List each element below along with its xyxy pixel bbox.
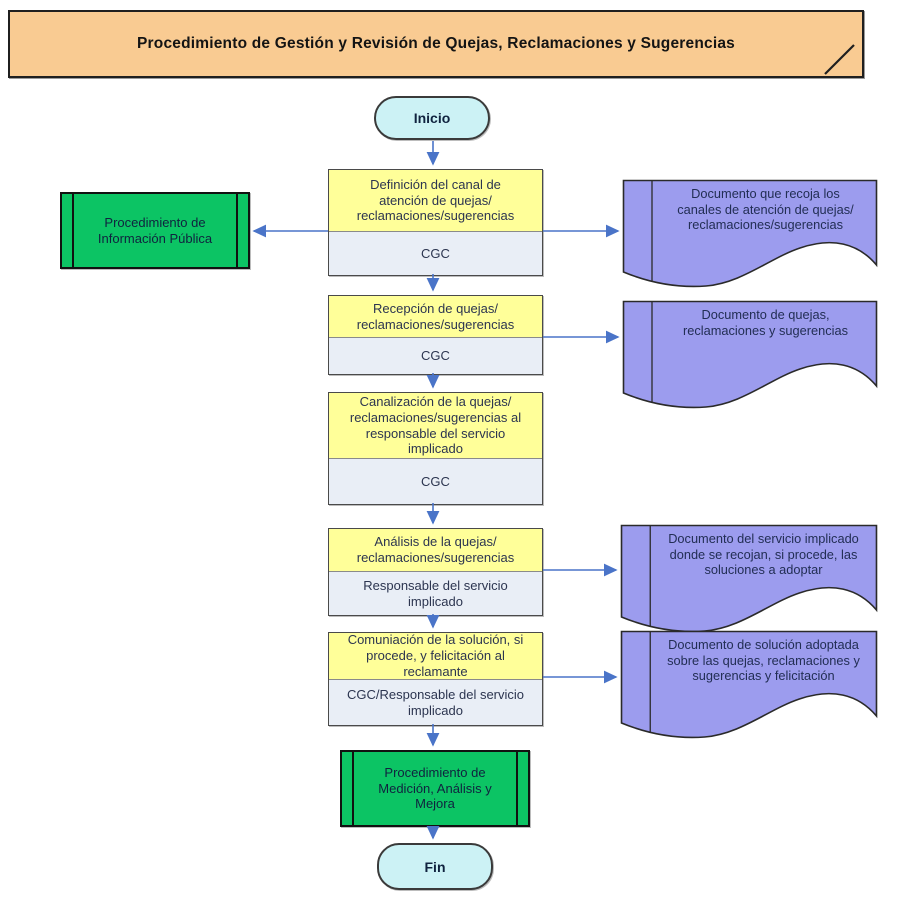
document-4: Documento de solución adoptada sobre las…: [620, 630, 878, 742]
predefined-2-label: Procedimiento de Medición, Análisis y Me…: [378, 764, 492, 812]
predefined-right-bar: [236, 194, 238, 267]
process-3-action: Canalización de la quejas/ reclamaciones…: [329, 393, 542, 458]
process-3-action-label: Canalización de la quejas/ reclamaciones…: [349, 393, 522, 457]
predefined-process-informacion-publica: Procedimiento de Información Pública: [60, 192, 250, 269]
process-4-responsible-label: Responsable del servicio implicado: [363, 577, 508, 609]
process-5-responsible-label: CGC/Responsable del servicio implicado: [346, 686, 525, 718]
process-5-responsible: CGC/Responsable del servicio implicado: [329, 679, 542, 725]
process-step-1: Definición del canal de atención de quej…: [328, 169, 543, 276]
page-title: Procedimiento de Gestión y Revisión de Q…: [137, 35, 735, 52]
process-step-4: Análisis de la quejas/ reclamaciones/sug…: [328, 528, 543, 616]
process-1-action-label: Definición del canal de atención de quej…: [356, 176, 515, 224]
end-terminator: Fin: [377, 843, 493, 890]
process-4-action: Análisis de la quejas/ reclamaciones/sug…: [329, 529, 542, 571]
process-step-2: Recepción de quejas/ reclamaciones/suger…: [328, 295, 543, 375]
process-step-5: Comuniación de la solución, si procede, …: [328, 632, 543, 726]
process-4-responsible: Responsable del servicio implicado: [329, 571, 542, 615]
process-2-action: Recepción de quejas/ reclamaciones/suger…: [329, 296, 542, 337]
document-1: Documento que recoja los canales de aten…: [622, 179, 878, 291]
document-4-label: Documento de solución adoptada sobre las…: [667, 637, 860, 684]
process-2-responsible: CGC: [329, 337, 542, 374]
start-label: Inicio: [413, 110, 451, 126]
document-3-label: Documento del servicio implicado donde s…: [668, 531, 859, 578]
process-5-action: Comuniación de la solución, si procede, …: [329, 632, 542, 679]
process-2-action-label: Recepción de quejas/ reclamaciones/suger…: [356, 300, 515, 332]
start-terminator: Inicio: [374, 96, 490, 140]
predefined-left-bar: [72, 194, 74, 267]
process-5-action-label: Comuniación de la solución, si procede, …: [347, 632, 524, 679]
process-1-responsible: CGC: [329, 231, 542, 275]
document-3: Documento del servicio implicado donde s…: [620, 524, 878, 636]
predefined-left-bar: [352, 752, 354, 825]
process-4-action-label: Análisis de la quejas/ reclamaciones/sug…: [356, 534, 515, 565]
process-3-responsible: CGC: [329, 458, 542, 504]
title-banner: Procedimiento de Gestión y Revisión de Q…: [8, 10, 864, 78]
process-2-responsible-label: CGC: [421, 348, 450, 364]
process-1-responsible-label: CGC: [421, 245, 450, 261]
process-step-3: Canalización de la quejas/ reclamaciones…: [328, 392, 543, 505]
end-label: Fin: [424, 858, 446, 875]
document-2-label: Documento de quejas, reclamaciones y sug…: [682, 307, 849, 338]
predefined-1-label: Procedimiento de Información Pública: [97, 214, 213, 246]
document-1-shape: [622, 179, 878, 288]
document-2: Documento de quejas, reclamaciones y sug…: [622, 300, 878, 412]
document-4-shape: [620, 630, 878, 739]
banner-corner-mark: [824, 44, 855, 75]
document-1-label: Documento que recoja los canales de aten…: [677, 186, 854, 233]
predefined-process-medicion-analisis-mejora: Procedimiento de Medición, Análisis y Me…: [340, 750, 530, 827]
process-3-responsible-label: CGC: [421, 473, 450, 489]
predefined-right-bar: [516, 752, 518, 825]
process-1-action: Definición del canal de atención de quej…: [329, 170, 542, 231]
document-3-shape: [620, 524, 878, 633]
document-2-shape: [622, 300, 878, 409]
